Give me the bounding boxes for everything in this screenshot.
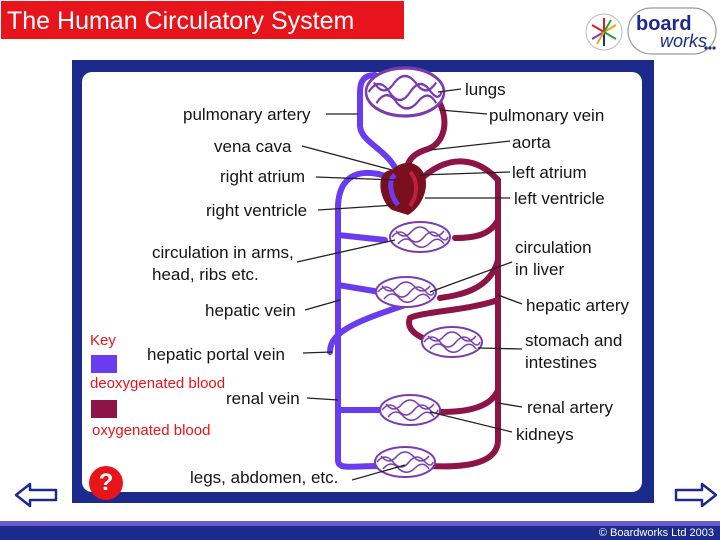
- boardworks-logo-icon: board works: [585, 7, 717, 55]
- label-left-atrium: left atrium: [512, 163, 587, 182]
- label-arms-line2: head, ribs etc.: [152, 265, 259, 284]
- label-left-ventricle: left ventricle: [514, 189, 605, 208]
- label-pulmonary-vein: pulmonary vein: [489, 106, 605, 125]
- copyright-text: © Boardworks Ltd 2003: [598, 527, 714, 539]
- legs-capillary-bed: [374, 446, 436, 478]
- key-oxygenated-swatch: [91, 400, 117, 418]
- label-renal-artery: renal artery: [527, 398, 613, 417]
- slide-title: The Human Circulatory System: [7, 7, 355, 35]
- liver-capillary-bed: [375, 276, 437, 308]
- label-pointer-lines: [296, 88, 523, 481]
- deoxygenated-vessels: [327, 72, 423, 470]
- logo-word-board: board: [636, 13, 692, 35]
- label-pulmonary-artery: pulmonary artery: [183, 105, 311, 124]
- label-right-ventricle: right ventricle: [206, 201, 308, 220]
- kidney-capillary-bed: [379, 394, 441, 426]
- key-deoxygenated-swatch: [91, 355, 117, 373]
- label-vena-cava: vena cava: [214, 137, 292, 156]
- intestine-capillary-bed: [421, 326, 483, 358]
- logo-word-works: works: [660, 31, 707, 51]
- arrow-left-icon[interactable]: [14, 482, 58, 508]
- diagram-canvas: [82, 72, 642, 492]
- label-stomach-line2: intestines: [525, 353, 597, 372]
- key-title: Key: [90, 332, 116, 349]
- slide-title-bar: The Human Circulatory System: [0, 0, 405, 40]
- label-kidneys: kidneys: [516, 425, 574, 444]
- heart-icon: [380, 162, 427, 215]
- footer-stripe: [0, 521, 720, 526]
- lungs-capillary-bed: [364, 66, 446, 118]
- label-right-atrium: right atrium: [220, 167, 306, 186]
- logo-star-icon: [585, 13, 623, 51]
- question-icon[interactable]: ?: [89, 466, 123, 500]
- label-hepatic-vein: hepatic vein: [205, 301, 296, 320]
- key-deoxygenated-label: deoxygenated blood: [90, 375, 226, 392]
- footer-bar: [0, 526, 720, 540]
- label-hepatic-portal-vein: hepatic portal vein: [147, 345, 285, 364]
- label-legs: legs, abdomen, etc.: [190, 468, 339, 487]
- arrow-right-icon[interactable]: [674, 482, 718, 508]
- arms-capillary-bed: [389, 221, 451, 253]
- label-stomach-line1: stomach and: [525, 331, 623, 350]
- label-liver-line1: circulation: [515, 238, 592, 257]
- label-arms-line1: circulation in arms,: [152, 243, 294, 262]
- label-hepatic-artery: hepatic artery: [526, 296, 629, 315]
- label-lungs: lungs: [465, 80, 506, 99]
- key-oxygenated-label: oxygenated blood: [92, 422, 211, 439]
- label-aorta: aorta: [512, 133, 551, 152]
- label-renal-vein: renal vein: [226, 389, 300, 408]
- label-liver-line2: in liver: [515, 260, 565, 279]
